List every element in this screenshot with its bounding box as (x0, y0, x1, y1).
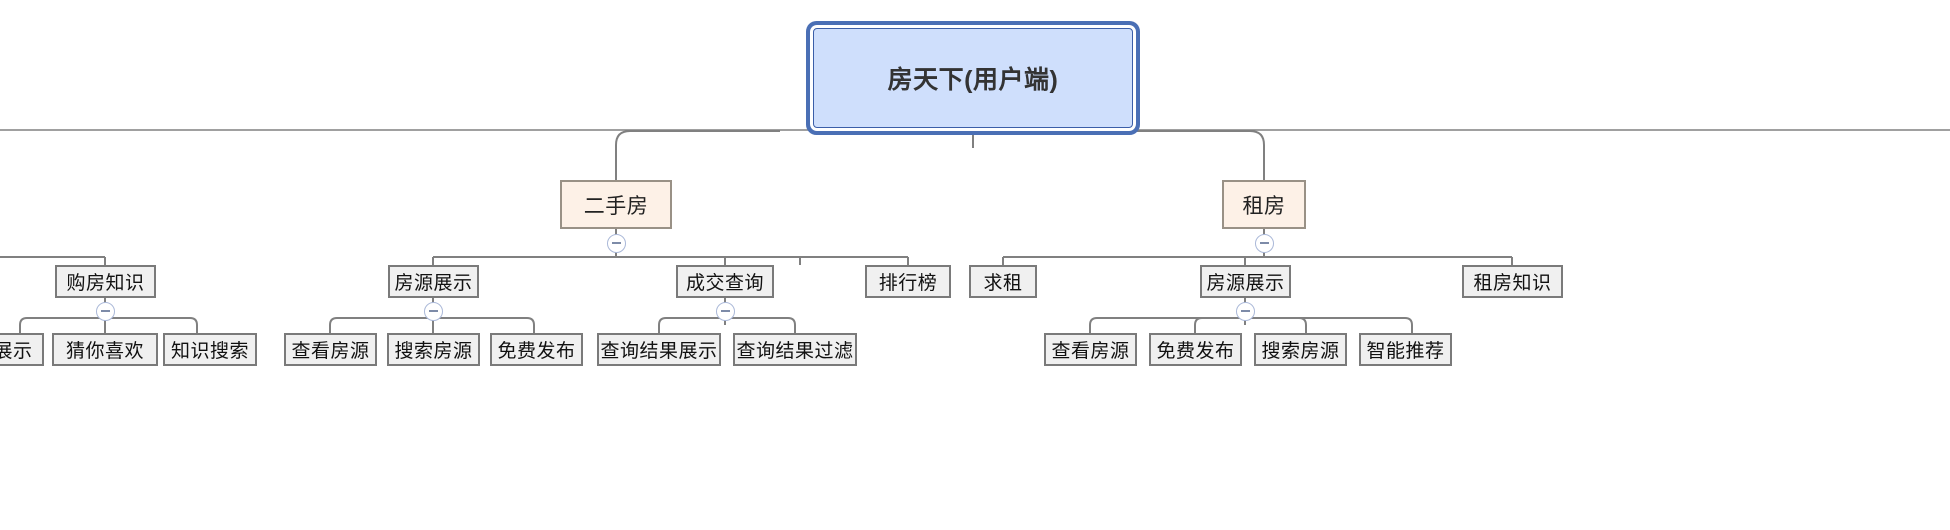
node-zufangzhishi[interactable]: 租房知识 (1462, 265, 1563, 298)
minus-icon (428, 310, 438, 312)
node-sousuofangyuan-zufang[interactable]: 搜索房源 (1254, 333, 1347, 366)
node-ershoufang[interactable]: 二手房 (560, 180, 672, 229)
node-root[interactable]: 房天下(用户端) (813, 28, 1133, 128)
node-sousuofangyuan-zufang-label: 搜索房源 (1261, 341, 1340, 362)
minus-icon (1259, 242, 1269, 244)
minus-icon (1240, 310, 1250, 312)
node-zhanshi-clipped-label: 展示 (0, 341, 33, 362)
node-zufangzhishi-label: 租房知识 (1473, 273, 1552, 294)
node-fangyuanzhanshi-zufang[interactable]: 房源展示 (1200, 265, 1291, 298)
node-fangyuanzhanshi-ershoufang-label: 房源展示 (394, 273, 473, 294)
node-chakanfangyuan-zufang-label: 查看房源 (1051, 341, 1130, 362)
collapse-toggle-goufangzhishi[interactable] (95, 301, 115, 321)
node-chaxunjieguozhanshi[interactable]: 查询结果展示 (597, 333, 721, 366)
minus-icon (611, 242, 621, 244)
node-zhinengtuijian-label: 智能推荐 (1366, 341, 1445, 362)
node-mianfeifabu-ershoufang[interactable]: 免费发布 (490, 333, 583, 366)
node-zhishisousuo[interactable]: 知识搜索 (163, 333, 257, 366)
collapse-toggle-zufang[interactable] (1254, 233, 1274, 253)
node-chaxunjieguoguolv-label: 查询结果过滤 (736, 341, 854, 362)
node-paihangbang[interactable]: 排行榜 (865, 265, 951, 298)
node-chaxunjieguozhanshi-label: 查询结果展示 (600, 341, 718, 362)
node-qiuzu[interactable]: 求租 (969, 265, 1037, 298)
node-ershoufang-label: 二手房 (583, 194, 649, 218)
collapse-toggle-fangyuanzhanshi-ershoufang[interactable] (423, 301, 443, 321)
node-zhishisousuo-label: 知识搜索 (170, 341, 249, 362)
collapse-toggle-ershoufang[interactable] (606, 233, 626, 253)
node-goufangzhishi[interactable]: 购房知识 (55, 265, 156, 298)
node-qiuzu-label: 求租 (983, 273, 1023, 294)
node-cainixihuan-label: 猜你喜欢 (65, 341, 144, 362)
node-fangyuanzhanshi-zufang-label: 房源展示 (1206, 273, 1285, 294)
node-mianfeifabu-ershoufang-label: 免费发布 (497, 341, 576, 362)
node-fangyuanzhanshi-ershoufang[interactable]: 房源展示 (388, 265, 479, 298)
node-chengjiaochaxun[interactable]: 成交查询 (676, 265, 774, 298)
collapse-toggle-fangyuanzhanshi-zufang[interactable] (1235, 301, 1255, 321)
node-zhinengtuijian[interactable]: 智能推荐 (1359, 333, 1452, 366)
node-zufang-label: 租房 (1242, 194, 1286, 218)
node-chakanfangyuan-zufang[interactable]: 查看房源 (1044, 333, 1137, 366)
node-sousuofangyuan-ershoufang[interactable]: 搜索房源 (387, 333, 480, 366)
node-mianfeifabu-zufang[interactable]: 免费发布 (1149, 333, 1242, 366)
node-sousuofangyuan-ershoufang-label: 搜索房源 (394, 341, 473, 362)
minus-icon (720, 310, 730, 312)
node-cainixihuan[interactable]: 猜你喜欢 (52, 333, 158, 366)
node-zhanshi-clipped[interactable]: 展示 (0, 333, 44, 366)
node-chakanfangyuan-ershoufang-label: 查看房源 (291, 341, 370, 362)
node-mianfeifabu-zufang-label: 免费发布 (1156, 341, 1235, 362)
minus-icon (100, 310, 110, 312)
node-zufang[interactable]: 租房 (1222, 180, 1306, 229)
node-goufangzhishi-label: 购房知识 (66, 273, 145, 294)
node-chaxunjieguoguolv[interactable]: 查询结果过滤 (733, 333, 857, 366)
node-chakanfangyuan-ershoufang[interactable]: 查看房源 (284, 333, 377, 366)
node-root-label: 房天下(用户端) (887, 66, 1059, 94)
node-paihangbang-label: 排行榜 (878, 273, 938, 294)
collapse-toggle-chengjiaochaxun[interactable] (715, 301, 735, 321)
node-chengjiaochaxun-label: 成交查询 (685, 273, 764, 294)
